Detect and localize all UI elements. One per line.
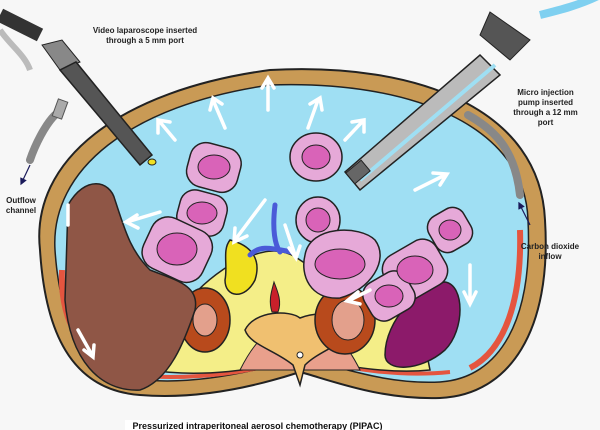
micro-injection-pump — [343, 0, 599, 192]
outflow-channel-tube — [20, 98, 69, 186]
co2-label: Carbon dioxide inflow — [520, 242, 580, 261]
portal-vein — [247, 202, 295, 258]
muscle-right — [468, 229, 524, 371]
video-laparoscope — [0, 8, 157, 167]
co2-inflow-tube — [464, 111, 531, 226]
bowel-mucosa — [156, 144, 462, 308]
aorta — [269, 280, 281, 313]
injection-pump-label: Micro injection pump inserted through a … — [513, 88, 578, 127]
outflow-label: Outflow channel — [5, 196, 37, 215]
laparoscope-label: Video laparoscope inserted through a 5 m… — [92, 26, 198, 45]
liver — [64, 183, 197, 391]
figure-caption: Pressurized intraperitoneal aerosol chem… — [125, 420, 390, 430]
aerosol-flow-arrows — [66, 74, 478, 361]
